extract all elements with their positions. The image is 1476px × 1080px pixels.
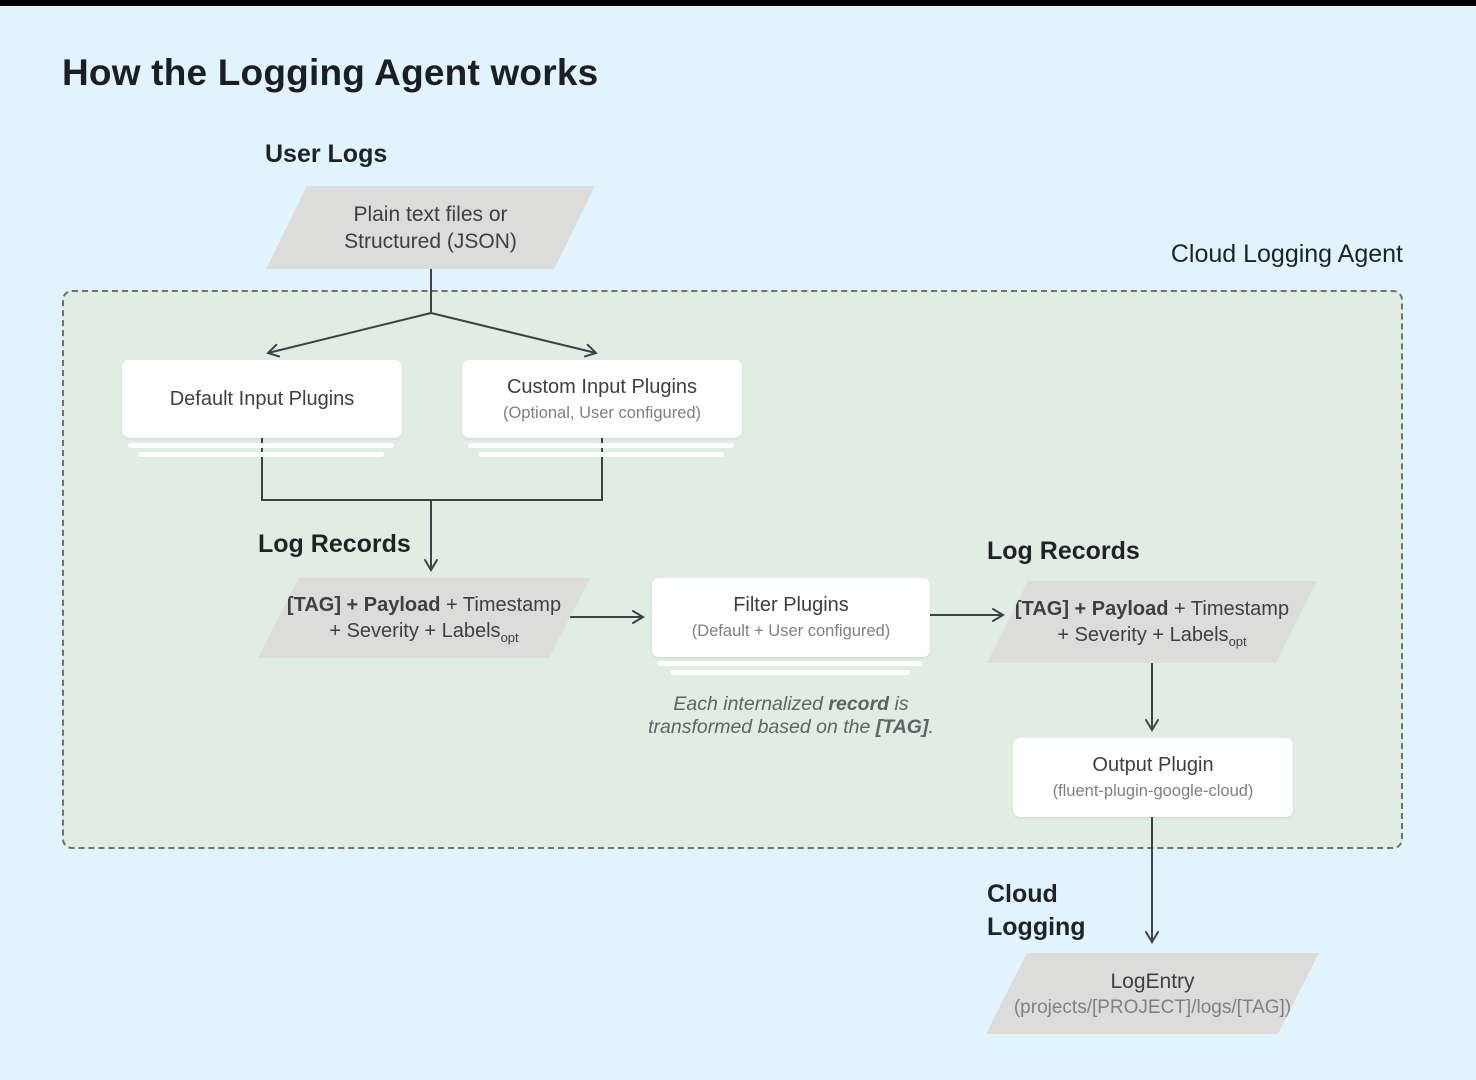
label-cloud-logging-agent: Cloud Logging Agent: [1170, 240, 1403, 268]
label-log-records-right: Log Records: [987, 537, 1140, 565]
stack-bar: [138, 452, 384, 457]
label-cloud-logging: Cloud Logging: [987, 880, 1086, 941]
stack-bar: [128, 443, 394, 448]
stack-bar: [478, 452, 724, 457]
node-default-input-title: Default Input Plugins: [169, 387, 355, 410]
stack-bar: [658, 661, 922, 666]
log-record-right-line2: + Severity + Labelsopt: [1057, 624, 1247, 649]
node-user-logs-line2: Structured (JSON): [344, 229, 517, 253]
node-output-title: Output Plugin: [1092, 754, 1214, 776]
node-custom-input-title: Custom Input Plugins: [506, 375, 698, 398]
wire-to-default-input: [266, 312, 432, 358]
node-filter-plugins: Filter Plugins (Default + User configure…: [652, 578, 930, 657]
node-filter-subtitle: (Default + User configured): [691, 622, 891, 640]
node-log-record-left: [TAG] + Payload + Timestamp + Severity +…: [258, 578, 590, 658]
log-record-left-line1: [TAG] + Payload + Timestamp: [286, 594, 562, 616]
node-log-entry-title: LogEntry: [1110, 969, 1195, 993]
node-custom-input-subtitle: (Optional, User configured): [502, 403, 702, 422]
log-record-left-line2: + Severity + Labelsopt: [329, 620, 519, 645]
filter-note: Each internalized record is transformed …: [648, 693, 934, 738]
node-log-entry-subtitle: (projects/[PROJECT]/logs/[TAG]): [1013, 996, 1292, 1018]
label-log-records-left: Log Records: [258, 530, 411, 558]
stack-bar: [468, 443, 734, 448]
node-log-record-right: [TAG] + Payload + Timestamp + Severity +…: [987, 581, 1317, 663]
stack-bar: [670, 670, 910, 675]
node-log-entry: LogEntry (projects/[PROJECT]/logs/[TAG]): [986, 953, 1319, 1034]
node-output-subtitle: (fluent-plugin-google-cloud): [1052, 782, 1254, 800]
node-user-logs-line1: Plain text files or: [353, 202, 508, 226]
top-black-bar: [0, 0, 1476, 6]
label-user-logs: User Logs: [265, 140, 388, 168]
node-filter-title: Filter Plugins: [733, 594, 849, 616]
node-default-input-plugins: Default Input Plugins: [122, 360, 402, 438]
wire-to-custom-input: [430, 312, 598, 358]
page-title: How the Logging Agent works: [62, 52, 599, 93]
node-output-plugin: Output Plugin (fluent-plugin-google-clou…: [1013, 738, 1293, 817]
node-user-logs-input: Plain text files or Structured (JSON): [266, 186, 595, 269]
log-record-right-line1: [TAG] + Payload + Timestamp: [1014, 598, 1290, 620]
node-custom-input-plugins: Custom Input Plugins (Optional, User con…: [462, 360, 742, 438]
